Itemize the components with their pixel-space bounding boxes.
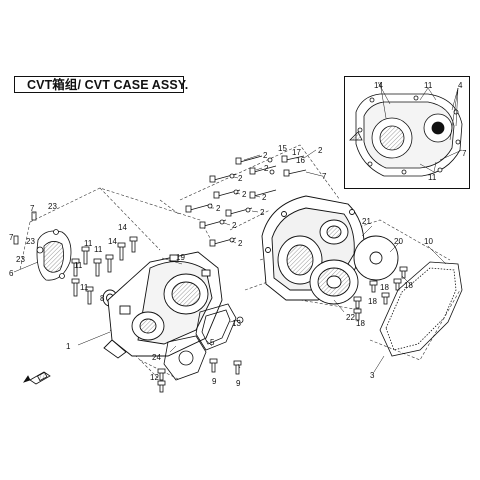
callout-21: 21 bbox=[362, 217, 371, 226]
callout-10: 10 bbox=[424, 237, 433, 246]
callout-5: 5 bbox=[210, 338, 215, 347]
callout-18c: 18 bbox=[368, 297, 377, 306]
callout-labels-inset: 14 11 4 7 11 bbox=[374, 81, 467, 182]
callout-2c: 2 bbox=[238, 174, 243, 183]
callout-2d: 2 bbox=[242, 190, 247, 199]
callout-22: 22 bbox=[346, 313, 355, 322]
callout-14a: 14 bbox=[118, 223, 127, 232]
callout-23a: 23 bbox=[48, 202, 57, 211]
bolt-group-top bbox=[185, 155, 307, 247]
callout-12: 12 bbox=[150, 373, 159, 382]
callout-9a: 9 bbox=[212, 377, 217, 386]
diagram-title: CVT箱组/ CVT CASE ASSY. bbox=[27, 78, 189, 92]
callout-7b: 7 bbox=[9, 233, 14, 242]
inner-cvt-case bbox=[103, 251, 223, 359]
callout-24: 24 bbox=[152, 353, 161, 362]
callout-9b: 9 bbox=[236, 379, 241, 388]
bolt-group-bottom bbox=[157, 316, 244, 393]
callout-8: 8 bbox=[100, 294, 105, 303]
callout-16: 16 bbox=[296, 156, 305, 165]
callout-leader-lines bbox=[13, 81, 463, 373]
callout-20: 20 bbox=[394, 237, 403, 246]
gasket-small bbox=[195, 303, 237, 351]
inset-callout-11b: 11 bbox=[428, 173, 437, 182]
callout-15: 15 bbox=[278, 144, 287, 153]
inset-callout-14: 14 bbox=[374, 81, 383, 90]
callout-23c: 23 bbox=[16, 255, 25, 264]
title-box: CVT箱组/ CVT CASE ASSY. bbox=[14, 76, 188, 93]
callout-14b: 14 bbox=[108, 237, 117, 246]
callout-2a: 2 bbox=[263, 151, 268, 160]
callout-2b: 2 bbox=[264, 164, 269, 173]
callout-11b: 11 bbox=[94, 245, 103, 254]
callout-7a: 7 bbox=[30, 204, 35, 213]
callout-2g: 2 bbox=[260, 208, 265, 217]
callout-2i: 2 bbox=[238, 239, 243, 248]
callout-11d: 11 bbox=[80, 283, 89, 292]
inset-assembled-view bbox=[349, 93, 463, 177]
callout-18b: 18 bbox=[380, 283, 389, 292]
inset-callout-11a: 11 bbox=[424, 81, 433, 90]
outer-cover-plate bbox=[36, 229, 72, 281]
bearing-cover bbox=[309, 259, 359, 305]
inset-callout-7: 7 bbox=[462, 149, 467, 158]
callout-13: 13 bbox=[232, 319, 241, 328]
callout-6: 6 bbox=[9, 269, 14, 278]
callout-19: 19 bbox=[176, 253, 185, 262]
bolt-group-left bbox=[13, 211, 37, 245]
callout-2h: 2 bbox=[232, 221, 237, 230]
callout-7c: 7 bbox=[322, 172, 327, 181]
callout-18a: 18 bbox=[404, 281, 413, 290]
callout-3: 3 bbox=[370, 371, 375, 380]
bolt-group-center-left bbox=[71, 236, 138, 305]
gasket-lower bbox=[163, 335, 207, 381]
callout-2j: 2 bbox=[318, 146, 323, 155]
callout-2f: 2 bbox=[216, 204, 221, 213]
front-arrow-icon bbox=[23, 371, 51, 385]
callout-18d: 18 bbox=[356, 319, 365, 328]
callout-23b: 23 bbox=[26, 237, 35, 246]
callout-2e: 2 bbox=[262, 193, 267, 202]
cover-disc bbox=[353, 235, 399, 281]
cover-gasket-large bbox=[379, 261, 463, 357]
inset-callout-4: 4 bbox=[458, 81, 463, 90]
callout-1: 1 bbox=[66, 342, 71, 351]
callout-labels-main: 1 2 2 2 2 2 2 2 2 2 2 3 5 6 7 7 7 8 9 9 … bbox=[9, 144, 433, 388]
callout-11a: 11 bbox=[84, 239, 93, 248]
screw-group-18 bbox=[353, 266, 408, 321]
callout-17: 17 bbox=[292, 148, 301, 157]
callout-11c: 11 bbox=[74, 261, 83, 270]
